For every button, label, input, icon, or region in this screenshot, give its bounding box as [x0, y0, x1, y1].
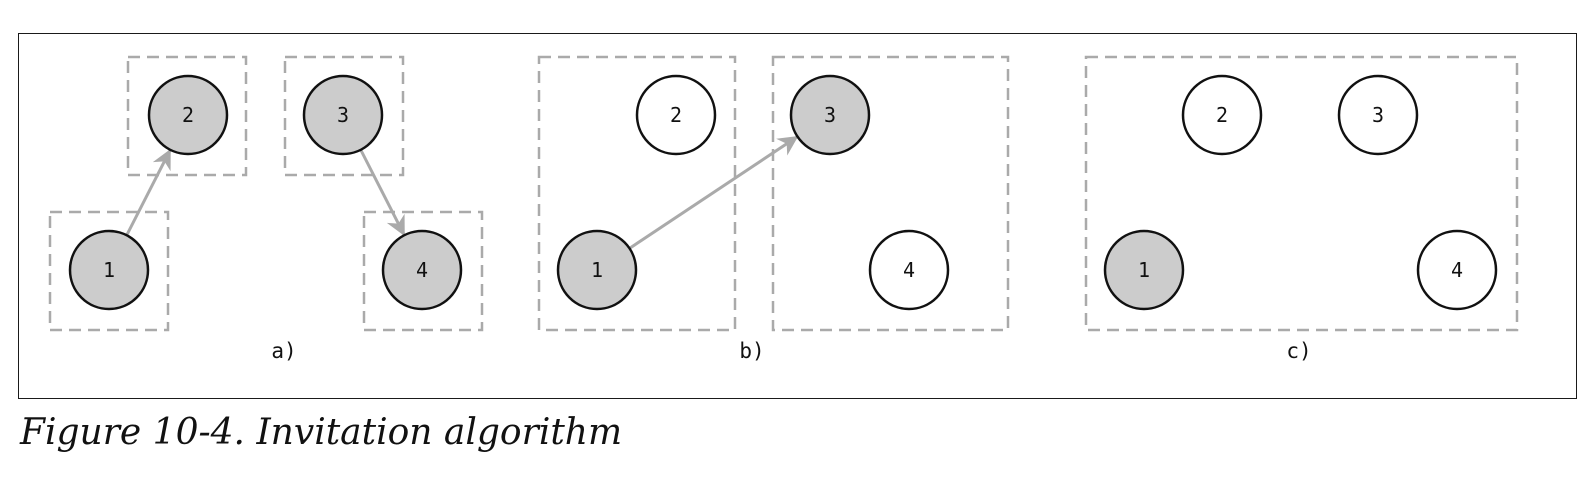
panel-a-group-box-3 — [283, 55, 405, 177]
panel-c-group-box-1-2-3-4 — [1084, 55, 1519, 332]
panel-a-group-box-2 — [126, 55, 248, 177]
panel-b-node-2-label: 2 — [670, 103, 682, 127]
panel-a-node-3-label: 3 — [337, 103, 349, 127]
panel-a-node-4-label: 4 — [416, 258, 428, 282]
panel-b-group-box-3-4 — [771, 55, 1010, 332]
panel-a-node-4: 4 — [381, 229, 463, 311]
panel-c-node-2-label: 2 — [1216, 103, 1228, 127]
panel-a-group-box-4 — [362, 210, 484, 332]
panel-b-node-3: 3 — [789, 74, 871, 156]
panel-a-node-4-circle — [381, 229, 463, 311]
panel-c-label: c) — [1286, 339, 1311, 363]
panel-c-node-4-label: 4 — [1451, 258, 1463, 282]
panel-c-node-1-circle — [1103, 229, 1185, 311]
panel-b-label: b) — [739, 339, 764, 363]
panel-b-node-1-label: 1 — [591, 258, 603, 282]
panel-b-node-4: 4 — [868, 229, 950, 311]
panel-a-node-2-circle — [147, 74, 229, 156]
panel-a-arrow-3-to-4 — [359, 149, 406, 237]
panel-b-node-4-circle — [868, 229, 950, 311]
panel-a-node-3-circle — [302, 74, 384, 156]
panel-b-group-box-1-2 — [537, 55, 737, 332]
panel-b-node-1-circle — [556, 229, 638, 311]
panel-c-node-3-circle — [1337, 74, 1419, 156]
panel-c-node-2: 2 — [1181, 74, 1263, 156]
panel-a-node-3: 3 — [302, 74, 384, 156]
panel-b-node-3-label: 3 — [824, 103, 836, 127]
panel-c-node-2-circle — [1181, 74, 1263, 156]
panel-b-node-2-circle — [635, 74, 717, 156]
panel-b-arrow-1-to-3 — [628, 135, 799, 250]
panel-a-node-1: 1 — [68, 229, 150, 311]
panel-b-node-1: 1 — [556, 229, 638, 311]
panel-b-node-4-label: 4 — [903, 258, 915, 282]
panel-b-node-2: 2 — [635, 74, 717, 156]
panel-c-node-1: 1 — [1103, 229, 1185, 311]
panel-a-node-2: 2 — [147, 74, 229, 156]
panel-a-group-box-1 — [48, 210, 170, 332]
figure-caption: Figure 10-4. Invitation algorithm — [20, 412, 623, 453]
panel-a-node-1-circle — [68, 229, 150, 311]
panel-a-arrow-1-to-2 — [125, 148, 172, 236]
panel-c-node-1-label: 1 — [1138, 258, 1150, 282]
panel-c-node-3: 3 — [1337, 74, 1419, 156]
panel-c-node-4-circle — [1416, 229, 1498, 311]
panel-a-node-2-label: 2 — [182, 103, 194, 127]
panel-b-node-3-circle — [789, 74, 871, 156]
panel-c-node-3-label: 3 — [1372, 103, 1384, 127]
panel-c-node-4: 4 — [1416, 229, 1498, 311]
diagram: 1 2 3 4 1 2 3 4 1 2 3 4 a) b) c) — [48, 55, 1519, 363]
panel-a-node-1-label: 1 — [103, 258, 115, 282]
panel-a-label: a) — [271, 339, 296, 363]
